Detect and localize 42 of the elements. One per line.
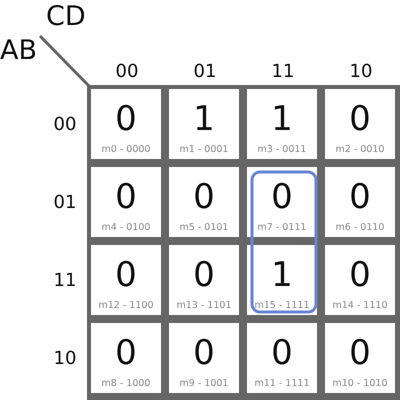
minterm-label: m14 - 1110 [332, 300, 388, 312]
cell-value: 1 [192, 99, 216, 139]
cell-value: 0 [114, 99, 138, 139]
cell-value: 0 [270, 177, 294, 217]
minterm-label: m2 - 0010 [334, 144, 386, 156]
minterm-label: m15 - 1111 [254, 300, 310, 312]
minterm-label: m1 - 0001 [178, 144, 230, 156]
cell-value: 0 [348, 177, 372, 217]
column-header: 01 [192, 61, 218, 83]
cell-value: 0 [192, 333, 216, 373]
minterm-label: m5 - 0101 [178, 222, 230, 234]
minterm-label: m0 - 0000 [100, 144, 152, 156]
minterm-label: m8 - 1000 [100, 378, 152, 390]
minterm-label: m12 - 1100 [98, 300, 154, 312]
minterm-label: m10 - 1010 [332, 378, 388, 390]
row-variables-label: AB [0, 36, 37, 66]
minterm-label: m4 - 0100 [100, 222, 152, 234]
cell-value: 0 [114, 255, 138, 295]
cell-value: 1 [270, 255, 294, 295]
cell-value: 0 [114, 177, 138, 217]
minterm-label: m11 - 1111 [254, 378, 310, 390]
column-header: 11 [270, 61, 296, 83]
row-header: 01 [52, 192, 78, 214]
cell-value: 1 [270, 99, 294, 139]
cell-value: 0 [192, 177, 216, 217]
cell-value: 0 [348, 333, 372, 373]
column-header: 00 [114, 61, 140, 83]
column-variables-label: CD [46, 2, 86, 32]
minterm-label: m7 - 0111 [256, 222, 308, 234]
cell-value: 0 [114, 333, 138, 373]
row-header: 11 [52, 270, 78, 292]
cell-value: 0 [192, 255, 216, 295]
minterm-label: m13 - 1101 [176, 300, 232, 312]
minterm-label: m9 - 1001 [178, 378, 230, 390]
cell-value: 0 [348, 255, 372, 295]
cell-value: 0 [270, 333, 294, 373]
row-header: 10 [52, 348, 78, 370]
row-header: 00 [52, 114, 78, 136]
cell-value: 0 [348, 99, 372, 139]
minterm-label: m3 - 0011 [256, 144, 308, 156]
minterm-label: m6 - 0110 [334, 222, 386, 234]
column-header: 10 [348, 61, 374, 83]
